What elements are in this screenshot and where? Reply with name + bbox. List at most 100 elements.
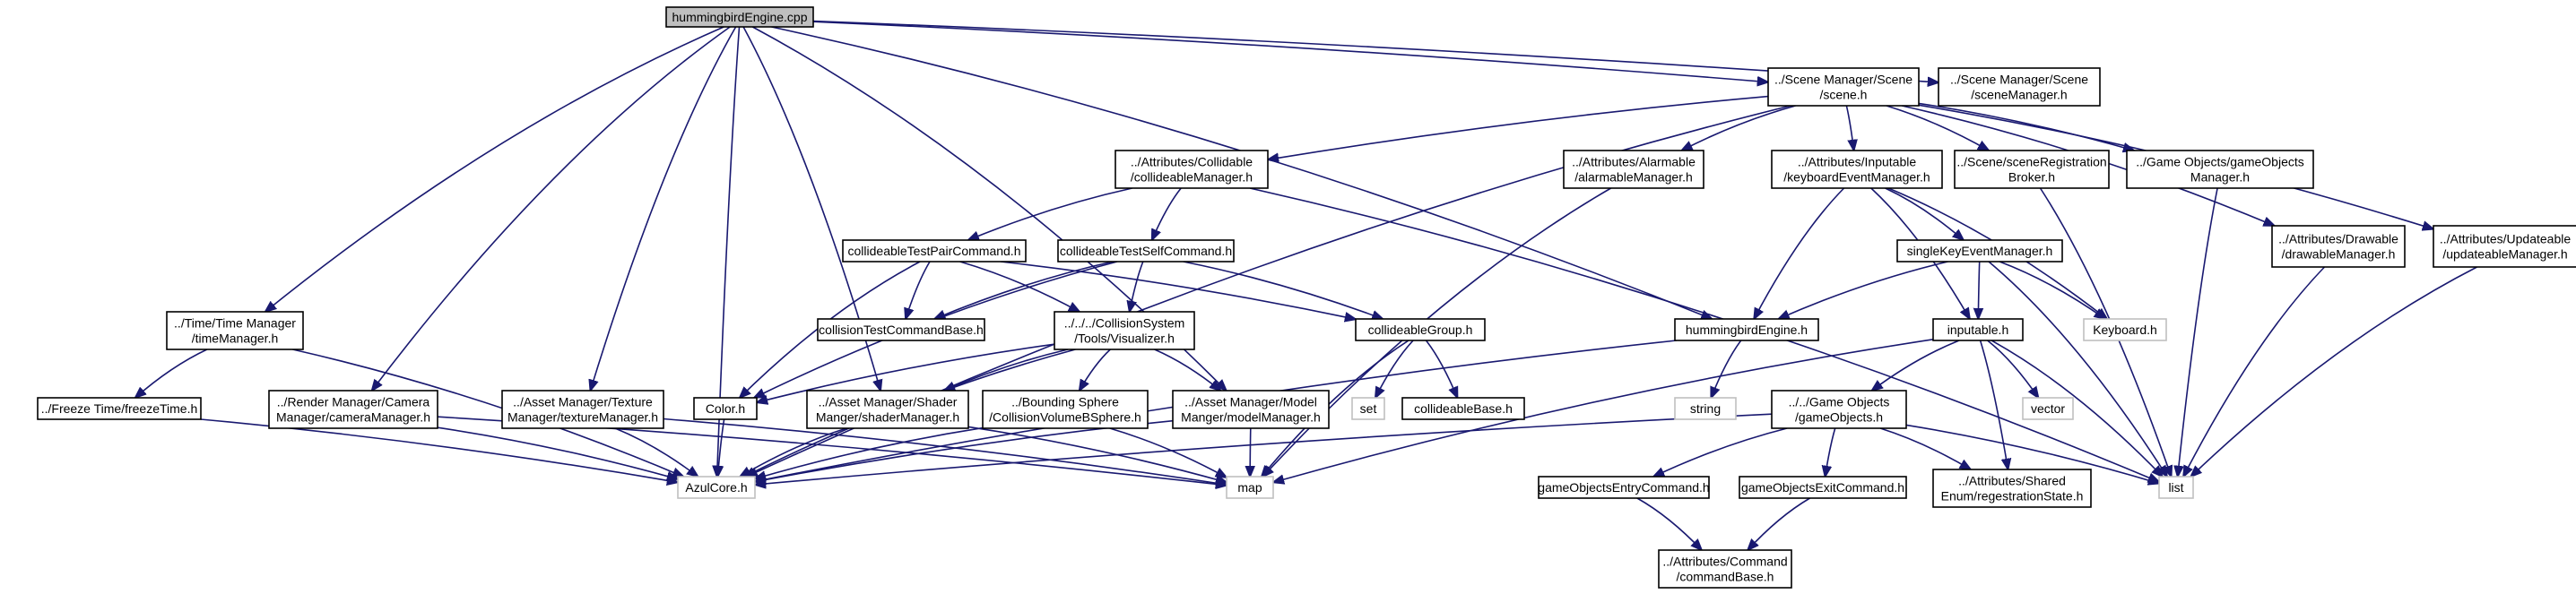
edge-inputableH-to-list xyxy=(1991,340,2163,477)
node-box-gameObjects xyxy=(1771,390,1907,429)
node-label-gameObjMgr-line1: Manager.h xyxy=(2190,170,2250,185)
node-label-map-line0: map xyxy=(1237,480,1262,495)
node-box-gameObjMgr xyxy=(2126,150,2314,189)
node-box-map xyxy=(1226,476,1274,499)
node-label-regState-line0: ../Attributes/Shared xyxy=(1958,474,2066,488)
edge-selfCmd-to-visualizer xyxy=(1130,261,1144,312)
node-box-collBase xyxy=(817,318,985,341)
edge-cameraMgr-to-azul xyxy=(437,426,678,479)
node-box-sceneMgr xyxy=(1938,67,2101,107)
edge-timeMgr-to-freezeTime xyxy=(135,349,208,398)
node-box-cameraMgr xyxy=(268,390,438,429)
node-label-cameraMgr-line1: Manager/cameraManager.h xyxy=(276,410,430,425)
node-box-shaderMgr xyxy=(806,390,969,429)
node-collBase[interactable]: collisionTestCommandBase.h xyxy=(817,318,985,341)
node-regState[interactable]: ../Attributes/SharedEnum/regestrationSta… xyxy=(1932,469,2092,508)
edge-visualizer-to-bsphere xyxy=(1080,349,1111,391)
node-label-bsphere-line0: ../Bounding Sphere xyxy=(1011,395,1119,409)
edge-scene-to-inputable xyxy=(1845,105,1853,151)
node-modelMgr[interactable]: ../Asset Manager/ModelManger/modelManage… xyxy=(1172,390,1330,429)
node-box-textureMgr xyxy=(501,390,664,429)
node-label-hbEngineH-line0: hummingbirdEngine.h xyxy=(1686,323,1808,337)
node-textureMgr[interactable]: ../Asset Manager/TextureManager/textureM… xyxy=(501,390,664,429)
edge-root-to-textureMgr xyxy=(590,26,737,391)
node-entryCmd[interactable]: gameObjectsEntryCommand.h xyxy=(1538,476,1710,499)
edge-collidable-to-pairCmd xyxy=(968,187,1132,240)
node-collideableBase[interactable]: collideableBase.h xyxy=(1401,397,1525,420)
edge-drawable-to-list xyxy=(2183,266,2326,477)
edge-inputableH-to-map xyxy=(1273,339,1934,483)
node-label-collideableBase-line0: collideableBase.h xyxy=(1414,401,1513,416)
node-shaderMgr[interactable]: ../Asset Manager/ShaderManger/shaderMana… xyxy=(806,390,969,429)
node-gameObjects[interactable]: ../../Game Objects/gameObjects.h xyxy=(1771,390,1907,429)
node-scene[interactable]: ../Scene Manager/Scene/scene.h xyxy=(1767,67,1920,107)
node-box-cmdBase xyxy=(1658,549,1792,589)
node-label-scene-line0: ../Scene Manager/Scene xyxy=(1774,73,1912,87)
node-box-sceneReg xyxy=(1954,150,2110,189)
node-box-bsphere xyxy=(982,390,1149,429)
node-hbEngineH[interactable]: hummingbirdEngine.h xyxy=(1674,318,1819,341)
node-collGroup[interactable]: collideableGroup.h xyxy=(1355,318,1486,341)
edge-gameObjects-to-exitCmd xyxy=(1826,427,1836,477)
edge-freezeTime-to-azul xyxy=(200,418,678,482)
edge-visualizer-to-shaderMgr xyxy=(944,349,1069,391)
node-freezeTime[interactable]: ../Freeze Time/freezeTime.h xyxy=(37,397,202,420)
node-cmdBase[interactable]: ../Attributes/Command/commandBase.h xyxy=(1658,549,1792,589)
edge-pairCmd-to-visualizer xyxy=(959,261,1080,312)
node-label-updateable-line0: ../Attributes/Updateable xyxy=(2440,232,2572,246)
node-label-collBase-line0: collisionTestCommandBase.h xyxy=(819,323,984,337)
edge-inputable-to-singleKey xyxy=(1885,187,1964,240)
node-sceneMgr[interactable]: ../Scene Manager/Scene/sceneManager.h xyxy=(1938,67,2101,107)
node-label-textureMgr-line0: ../Asset Manager/Texture xyxy=(513,395,653,409)
node-label-string-line0: string xyxy=(1690,401,1721,416)
node-updateable[interactable]: ../Attributes/Updateable/updateableManag… xyxy=(2433,225,2576,268)
edge-collGroup-to-collideableBase xyxy=(1425,340,1458,398)
node-label-sceneMgr-line1: /sceneManager.h xyxy=(1971,88,2067,102)
node-visualizer[interactable]: ../../../CollisionSystem/Tools/Visualize… xyxy=(1054,311,1195,350)
node-label-visualizer-line0: ../../../CollisionSystem xyxy=(1064,316,1185,331)
edge-root-to-timeMgr xyxy=(265,26,724,312)
node-label-list-line0: list xyxy=(2168,480,2183,495)
edge-visualizer-to-modelMgr xyxy=(1154,349,1221,391)
node-exitCmd[interactable]: gameObjectsExitCommand.h xyxy=(1739,476,1907,499)
node-selfCmd[interactable]: collideableTestSelfCommand.h xyxy=(1057,239,1235,263)
node-label-timeMgr-line0: ../Time/Time Manager xyxy=(174,316,296,331)
edge-singleKey-to-list xyxy=(1988,261,2167,477)
edge-hbEngineH-to-string xyxy=(1711,340,1742,398)
edge-root-to-scene xyxy=(812,21,1768,82)
node-box-selfCmd xyxy=(1057,239,1235,263)
node-label-modelMgr-line0: ../Asset Manager/Model xyxy=(1184,395,1317,409)
node-pairCmd[interactable]: collideableTestPairCommand.h xyxy=(842,239,1027,263)
node-drawable[interactable]: ../Attributes/Drawable/drawableManager.h xyxy=(2271,225,2406,268)
node-label-inputable-line0: ../Attributes/Inputable xyxy=(1798,155,1917,169)
edge-root-to-cameraMgr xyxy=(372,26,731,391)
node-box-keyboard xyxy=(2083,318,2167,341)
node-inputableH[interactable]: inputable.h xyxy=(1932,318,2024,341)
edge-inputableH-to-gameObjects xyxy=(1872,340,1960,391)
edge-gameObjMgr-to-list xyxy=(2178,187,2218,477)
node-box-regState xyxy=(1932,469,2092,508)
edge-modelMgr-to-map xyxy=(1250,427,1251,477)
node-cameraMgr[interactable]: ../Render Manager/CameraManager/cameraMa… xyxy=(268,390,438,429)
node-label-updateable-line1: /updateableManager.h xyxy=(2442,247,2567,262)
node-bsphere[interactable]: ../Bounding Sphere/CollisionVolumeBSpher… xyxy=(982,390,1149,429)
node-inputable[interactable]: ../Attributes/Inputable/keyboardEventMan… xyxy=(1771,150,1943,189)
node-box-inputableH xyxy=(1932,318,2024,341)
node-alarmable[interactable]: ../Attributes/Alarmable/alarmableManager… xyxy=(1563,150,1704,189)
node-label-sceneReg-line0: ../Scene/sceneRegistration xyxy=(1956,155,2106,169)
node-singleKey[interactable]: singleKeyEventManager.h xyxy=(1896,239,2063,263)
node-label-entryCmd-line0: gameObjectsEntryCommand.h xyxy=(1538,480,1709,495)
edge-pairCmd-to-collBase xyxy=(906,261,931,319)
node-label-keyboard-line0: Keyboard.h xyxy=(2093,323,2157,337)
node-label-inputable-line1: /keyboardEventManager.h xyxy=(1783,170,1930,185)
node-collidable[interactable]: ../Attributes/Collidable/collideableMana… xyxy=(1115,150,1269,189)
node-timeMgr[interactable]: ../Time/Time Manager/timeManager.h xyxy=(166,311,304,350)
edge-singleKey-to-keyboard xyxy=(1999,261,2105,319)
edge-pairCmd-to-collGroup xyxy=(1000,261,1356,319)
node-vector: vector xyxy=(2022,397,2074,420)
node-colorH[interactable]: Color.h xyxy=(693,397,758,420)
node-label-collidable-line0: ../Attributes/Collidable xyxy=(1131,155,1253,169)
